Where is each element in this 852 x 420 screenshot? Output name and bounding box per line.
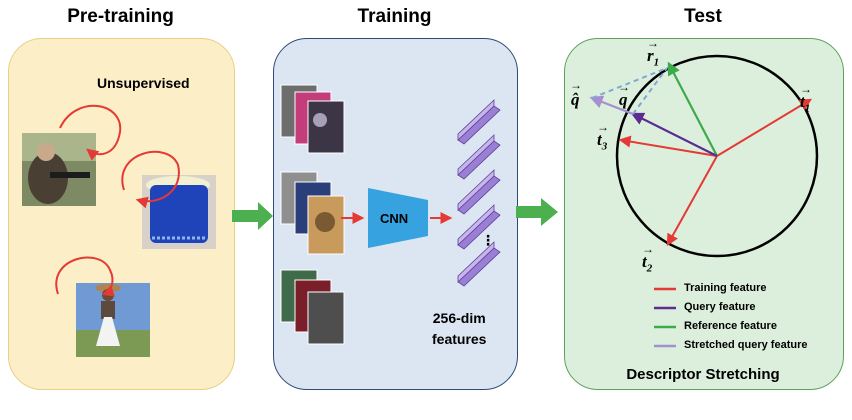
- training-title: Training: [357, 6, 432, 27]
- feature-bar-top: [457, 99, 495, 141]
- legend-label: Training feature: [684, 282, 767, 294]
- flow-arrow-1: [232, 202, 273, 230]
- cycle-arrow-2: [121, 150, 180, 209]
- cnn-label: CNN: [380, 211, 409, 226]
- training-vector-t1: [716, 98, 813, 157]
- flow-arrow-2: [516, 198, 558, 226]
- pretrain-image-soldier: [22, 133, 96, 206]
- pretrain-image-blue-bag: [142, 175, 216, 249]
- training-vector-t2: [666, 155, 718, 247]
- legend-label: Stretched query feature: [684, 339, 808, 351]
- training-image-stack-3: [280, 269, 345, 345]
- feature-bar-top: [457, 134, 495, 176]
- label-qhat: →q̂: [570, 78, 582, 109]
- test-footer: Descriptor Stretching: [626, 366, 780, 383]
- legend-label: Query feature: [684, 301, 756, 313]
- training-vector-t3: [618, 135, 718, 157]
- training-image-stack-2: [280, 171, 345, 255]
- cycle-arrow-1: [59, 104, 122, 161]
- feature-bar-top: [457, 204, 495, 246]
- query-vector-q: [630, 112, 718, 157]
- legend: [654, 287, 676, 348]
- label-t1: →t1: [800, 82, 812, 115]
- test-title: Test: [684, 6, 722, 27]
- label-t2: →t2: [642, 242, 654, 275]
- legend-label: Reference feature: [684, 320, 777, 332]
- training-image-stack-1: [280, 84, 345, 154]
- label-q: →q: [618, 80, 630, 109]
- unit-circle: [615, 54, 819, 258]
- pretrain-image-woman: [76, 283, 150, 357]
- cnn-block: [368, 188, 428, 248]
- stretch-dash-1: [591, 67, 668, 99]
- feature-bar-top: [457, 241, 495, 283]
- features-label: 256-dim features: [432, 310, 487, 347]
- feature-ellipsis: ⋮: [481, 232, 495, 248]
- pretraining-subtitle: Unsupervised: [97, 75, 190, 91]
- stretch-dash-2: [632, 67, 668, 115]
- reference-vector-r1: [667, 61, 718, 157]
- feature-bar-top: [457, 169, 495, 211]
- label-t3: →t3: [597, 120, 609, 153]
- label-r1: →r1: [647, 36, 660, 69]
- feature-bars: [457, 99, 501, 287]
- pretraining-title: Pre-training: [67, 6, 174, 27]
- feature-bar: [457, 247, 501, 287]
- stretched-query-vector: [589, 95, 634, 116]
- cycle-arrow-3: [55, 256, 116, 297]
